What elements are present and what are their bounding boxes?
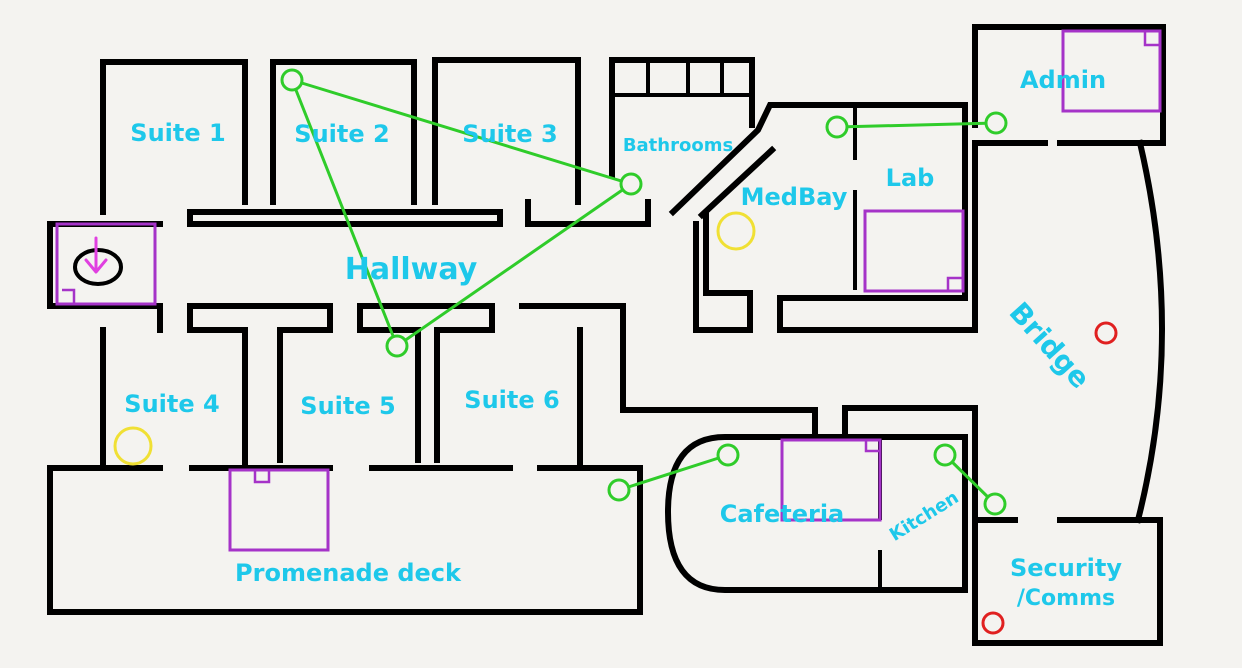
- vent-suite-2[interactable]: [280, 68, 304, 92]
- vent-link-kitchen-security: [943, 453, 997, 506]
- vent-link-medbay-admin: [836, 121, 997, 129]
- label-security-line1: Security: [1010, 554, 1122, 582]
- spawn-arrow-icon: [84, 236, 108, 274]
- label-suite-2: Suite 2: [294, 120, 389, 148]
- wall-medbay-inner: [693, 145, 777, 333]
- vent-promenade[interactable]: [607, 478, 631, 502]
- vent-security[interactable]: [983, 492, 1007, 516]
- vent-cafeteria[interactable]: [716, 443, 740, 467]
- sabotage-security[interactable]: [981, 611, 1005, 635]
- tasks: [55, 29, 1162, 552]
- wall-suite-3: [432, 57, 581, 205]
- wall-hall-top-3: [525, 199, 651, 227]
- task-spawn-notch: [62, 288, 76, 303]
- wall-bridge-left: [777, 140, 978, 333]
- room-labels: Suite 1 Suite 2 Suite 3 Bathrooms MedBay…: [124, 66, 1122, 611]
- wall-hall-bottom-1: [187, 303, 333, 463]
- wall-bathroom-stalls: [612, 60, 752, 97]
- wall-medbay-diagonal: [668, 102, 968, 333]
- wall-admin: [972, 24, 1166, 146]
- label-medbay: MedBay: [741, 183, 848, 211]
- spawn-ellipse: [73, 248, 123, 286]
- wall-bathrooms: [609, 57, 755, 178]
- vent-medbay[interactable]: [825, 115, 849, 139]
- vents: [280, 68, 1008, 516]
- label-hallway: Hallway: [345, 252, 478, 287]
- wall-hall-bottom-3: [519, 303, 818, 440]
- label-security-line2: /Comms: [1017, 586, 1115, 611]
- vent-admin[interactable]: [984, 111, 1008, 135]
- label-bridge: Bridge: [1003, 296, 1097, 395]
- label-suite-4: Suite 4: [124, 390, 219, 418]
- vent-suite-5[interactable]: [385, 334, 409, 358]
- sabotage-points: [981, 321, 1118, 635]
- label-admin: Admin: [1020, 66, 1106, 94]
- wall-suite-2: [270, 59, 417, 205]
- task-admin-notch: [1143, 32, 1159, 47]
- wall-spawn-nook: [47, 221, 163, 333]
- walls: [47, 24, 1166, 646]
- wall-kitchen-top: [842, 405, 1163, 646]
- task-cafeteria-notch: [864, 441, 879, 453]
- wall-promenade: [47, 465, 643, 615]
- label-suite-5: Suite 5: [300, 392, 395, 420]
- task-spawn[interactable]: [55, 222, 157, 306]
- label-suite-3: Suite 3: [462, 120, 557, 148]
- vent-link-promenade-cafeteria: [618, 453, 729, 492]
- task-admin[interactable]: [1061, 29, 1162, 113]
- spawn-down-arrow-in-ellipse-icon[interactable]: [73, 236, 123, 286]
- task-promenade[interactable]: [228, 468, 330, 552]
- vent-link-triangle: [289, 77, 635, 349]
- wall-hall-top-2: [187, 209, 503, 227]
- task-cafeteria[interactable]: [780, 438, 882, 522]
- task-lab-notch: [946, 276, 962, 290]
- label-kitchen: Kitchen: [886, 487, 963, 546]
- label-cafeteria: Cafeteria: [720, 500, 845, 528]
- label-suite-6: Suite 6: [464, 386, 559, 414]
- label-bathrooms: Bathrooms: [623, 135, 733, 156]
- wall-suite-1: [100, 59, 248, 215]
- label-promenade: Promenade deck: [235, 559, 462, 587]
- emergency-medbay[interactable]: [716, 211, 756, 251]
- emergency-suite-4[interactable]: [113, 426, 153, 466]
- wall-cafeteria: [664, 434, 968, 593]
- wall-bridge-curve: [1134, 139, 1165, 524]
- sabotage-bridge[interactable]: [1094, 321, 1118, 345]
- label-suite-1: Suite 1: [130, 119, 225, 147]
- vent-kitchen[interactable]: [933, 443, 957, 467]
- label-lab: Lab: [886, 164, 935, 192]
- emergency-points: [113, 211, 756, 466]
- wall-hall-bottom-2: [357, 303, 495, 463]
- wall-suite-4-inner: [100, 327, 248, 471]
- vent-bathrooms[interactable]: [619, 172, 643, 196]
- task-lab[interactable]: [863, 209, 965, 293]
- task-promenade-notch: [253, 471, 271, 484]
